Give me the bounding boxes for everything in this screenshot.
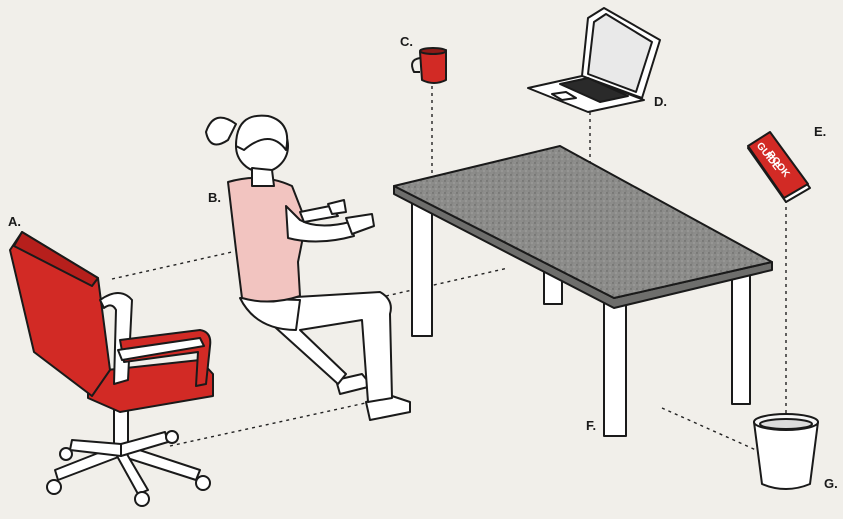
leader-chair-feet — [170, 402, 370, 446]
label-trash-bin: G. — [824, 476, 838, 491]
desk-icon — [394, 146, 772, 436]
leader-desk-bin — [662, 408, 756, 450]
office-chair-icon — [10, 232, 213, 506]
leader-person-desk — [386, 268, 508, 296]
trash-bin-icon — [754, 414, 818, 489]
label-laptop: D. — [654, 94, 667, 109]
label-mug: C. — [400, 34, 413, 49]
chair-base — [47, 400, 210, 506]
desk-leg-front-left — [412, 196, 432, 336]
label-person: B. — [208, 190, 221, 205]
leader-chair-person — [112, 252, 232, 279]
label-guide-book: E. — [814, 124, 826, 139]
laptop-icon — [528, 8, 660, 112]
desk-leg-back-right — [732, 262, 750, 404]
ponytail — [206, 118, 236, 145]
coffee-mug-icon — [412, 48, 446, 83]
seated-person-icon — [206, 116, 410, 420]
desk-leg-front-right — [604, 296, 626, 436]
label-chair: A. — [8, 214, 21, 229]
label-desk: F. — [586, 418, 596, 433]
